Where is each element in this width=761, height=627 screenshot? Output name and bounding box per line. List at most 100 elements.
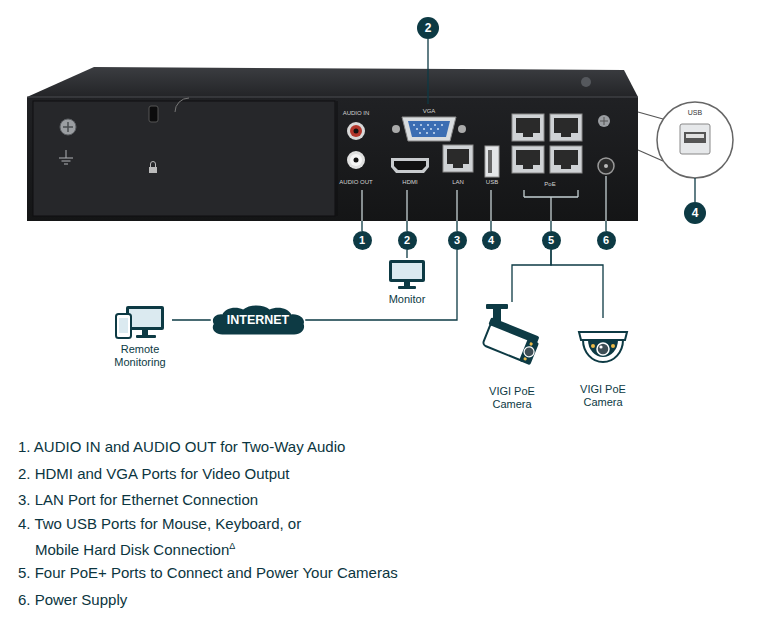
- port-label: USB: [486, 179, 498, 186]
- graphic-part: [591, 344, 595, 348]
- icon-node: Monitor: [387, 258, 427, 306]
- callout-number: 2: [417, 17, 439, 39]
- graphic-part: [441, 124, 443, 126]
- bullet-camera-icon: [480, 302, 544, 382]
- graphic-part: [550, 114, 582, 141]
- list-item-text: 1. AUDIO IN and AUDIO OUT for Two-Way Au…: [18, 438, 345, 455]
- graphic-part: [611, 344, 615, 348]
- graphic-part: [354, 158, 359, 163]
- graphic-part: [447, 149, 469, 164]
- graphic-part: [434, 124, 436, 126]
- graphic-part: [516, 150, 540, 165]
- port-label: LAN: [452, 179, 464, 186]
- graphic-part: [519, 338, 539, 365]
- connector-line: [406, 250, 407, 259]
- graphic-part: [416, 128, 418, 130]
- graphic-part: [554, 118, 578, 133]
- list-item-text: 2. HDMI and VGA Ports for Video Output: [18, 465, 290, 482]
- graphic-part: [337, 101, 338, 216]
- port-label-text: VGA: [423, 108, 436, 114]
- node-label: VIGI PoE Camera: [571, 383, 635, 409]
- port-label: AUDIO IN: [343, 110, 370, 117]
- graphic-part: [427, 39, 428, 104]
- graphic-part: [437, 128, 439, 130]
- graphic-part: [151, 162, 156, 168]
- graphic-part: [60, 119, 76, 135]
- usb-zoom: [638, 102, 733, 202]
- list-item: 5. Four PoE+ Ports to Connect and Power …: [18, 562, 398, 584]
- graphic-part: [597, 343, 609, 355]
- graphic-part: [175, 98, 189, 112]
- poe-ports: [512, 114, 582, 173]
- graphic-part: [430, 128, 432, 130]
- graphic-part: [561, 165, 571, 169]
- graphic-part: [638, 112, 663, 119]
- list-item: 1. AUDIO IN and AUDIO OUT for Two-Way Au…: [18, 436, 345, 458]
- callout-text: 6: [603, 234, 609, 246]
- port-label: VGA: [423, 108, 436, 115]
- callout-text: 4: [692, 206, 699, 220]
- list-item-text: 6. Power Supply: [18, 591, 127, 608]
- graphic-part: [391, 158, 429, 173]
- graphic-part: [433, 132, 435, 134]
- callout-number: 4: [684, 202, 706, 224]
- monitor-icon: [387, 258, 427, 290]
- graphic-part: [523, 133, 533, 137]
- graphic-part: [27, 97, 638, 221]
- graphic-part: [347, 151, 365, 169]
- graphic-part: [354, 129, 359, 134]
- graphic-part: [480, 317, 541, 365]
- graphic-part: [350, 154, 362, 166]
- port-label: PoE: [544, 181, 555, 188]
- list-item-text: 5. Four PoE+ Ports to Connect and Power …: [18, 564, 398, 581]
- icon-node: VIGI PoE Camera: [480, 302, 544, 411]
- graphic-part: [579, 332, 627, 340]
- graphic-part: [657, 102, 733, 178]
- callout-number: 1: [353, 231, 372, 250]
- graphic-part: [443, 145, 473, 172]
- connector-line: [172, 319, 211, 320]
- vga-port: [392, 117, 466, 141]
- graphic-part: [392, 263, 422, 279]
- graphic-part: [599, 345, 602, 348]
- port-label-text: HDMI: [402, 179, 417, 185]
- list-item: 6. Power Supply: [18, 589, 127, 611]
- port-label-text: AUDIO IN: [343, 110, 370, 116]
- callout-number: 4: [482, 231, 501, 250]
- graphic-part: [136, 335, 156, 338]
- node-label: INTERNET: [227, 313, 290, 327]
- list-item-text: 4. Two USB Ports for Mouse, Keyboard, or…: [18, 515, 301, 558]
- graphic-part: [59, 150, 73, 164]
- graphic-part: [347, 122, 365, 140]
- graphic-part: [419, 132, 421, 134]
- node-label: Monitor: [389, 293, 426, 306]
- graphic-part: [427, 124, 429, 126]
- graphic-part: [598, 115, 610, 127]
- graphic-part: [116, 314, 131, 338]
- node-label: Remote Monitoring: [108, 343, 172, 369]
- graphic-part: [27, 97, 638, 98]
- port-label: HDMI: [402, 179, 417, 186]
- remote-device-icon: [114, 304, 166, 340]
- graphic-part: [350, 125, 362, 137]
- graphic-part: [485, 146, 499, 177]
- callout-number: 6: [597, 231, 616, 250]
- power-jack: [598, 115, 614, 174]
- graphic-part: [561, 133, 571, 137]
- graphic-part: [63, 122, 73, 132]
- list-item: 2. HDMI and VGA Ports for Video Output: [18, 463, 290, 485]
- connector-line: [551, 250, 603, 319]
- icon-node: Remote Monitoring: [108, 304, 172, 369]
- graphic-part: [408, 121, 450, 137]
- node-label: VIGI PoE Camera: [480, 385, 544, 411]
- leader-lines: [362, 39, 606, 231]
- graphic-part: [581, 77, 591, 87]
- graphic-part: [149, 106, 158, 122]
- list-item-text: 3. LAN Port for Ethernet Connection: [18, 491, 258, 508]
- callout-text: 2: [425, 21, 432, 35]
- graphic-part: [213, 305, 304, 334]
- graphic-part: [129, 309, 161, 327]
- graphic-part: [389, 260, 425, 282]
